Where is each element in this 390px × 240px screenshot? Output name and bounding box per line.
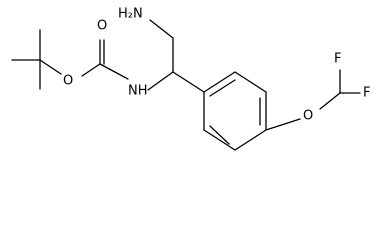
ether-oxygen-label: O <box>303 109 313 124</box>
carbamate-nh-label: NH <box>128 84 148 99</box>
chemical-structure: H₂N O O NH O F F <box>11 7 370 151</box>
benzene-ring <box>203 71 267 151</box>
ester-oxygen-label: O <box>63 74 73 89</box>
fluorine-top-label: F <box>334 52 341 67</box>
tert-butyl-group <box>11 29 62 90</box>
carbamate-group <box>81 39 174 91</box>
fluorine-right-label: F <box>363 86 370 101</box>
amine-label: H₂N <box>118 7 143 22</box>
carbonyl-oxygen-label: O <box>97 19 107 34</box>
aminoethyl-chain <box>149 19 205 93</box>
difluoromethoxy-group <box>265 69 361 131</box>
